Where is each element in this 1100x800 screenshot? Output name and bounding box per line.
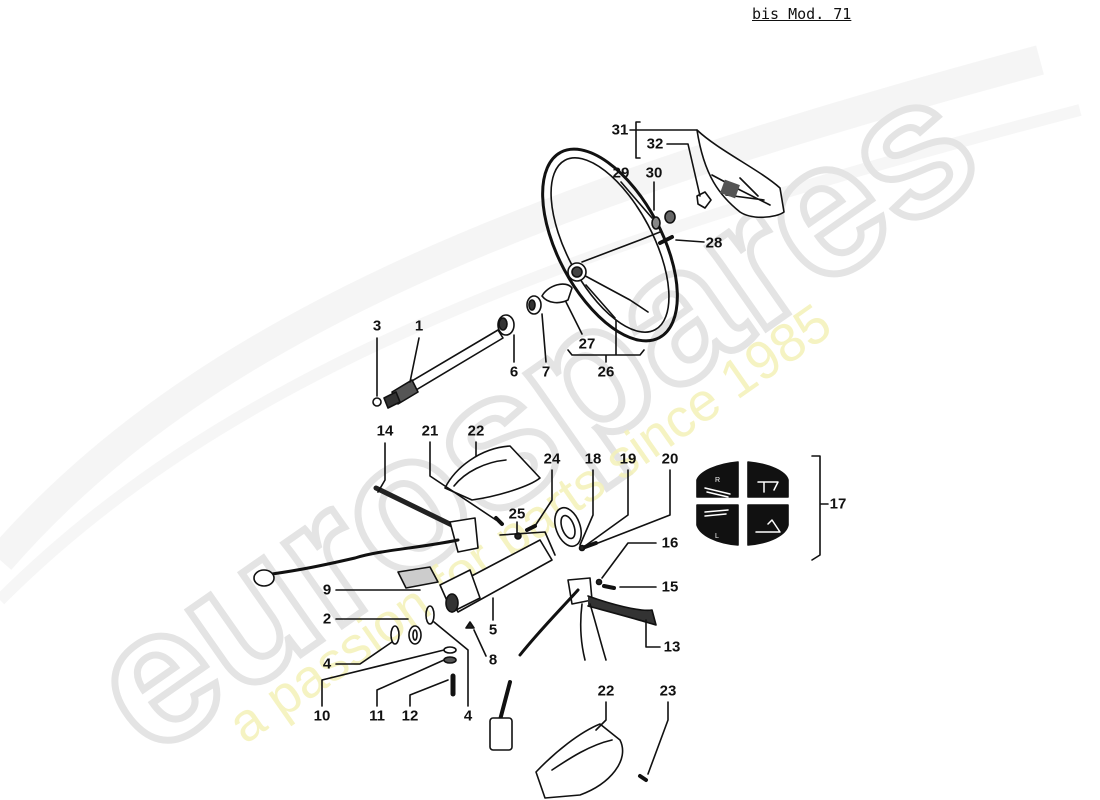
model-note: bis Mod. 71 [752, 5, 852, 23]
callout-11[interactable]: 11 [369, 707, 385, 725]
callout-29[interactable]: 29 [612, 164, 630, 182]
callout-2[interactable]: 2 [322, 610, 332, 628]
plate-9[interactable] [397, 566, 439, 589]
circlip-4a[interactable] [390, 625, 400, 645]
washer-11[interactable] [443, 656, 457, 664]
callout-21[interactable]: 21 [421, 422, 439, 440]
callout-6[interactable]: 6 [509, 363, 519, 381]
steering-shaft[interactable] [383, 329, 504, 409]
pin-28[interactable] [658, 235, 674, 245]
horn-pad[interactable] [696, 129, 785, 219]
callout-7[interactable]: 7 [541, 363, 551, 381]
callout-18[interactable]: 18 [584, 450, 602, 468]
washer-16[interactable] [595, 578, 603, 586]
callout-26[interactable]: 26 [597, 363, 615, 381]
column-tube[interactable] [439, 531, 556, 613]
callout-13[interactable]: 13 [663, 638, 681, 656]
bearing-6[interactable] [497, 314, 515, 336]
screw-23[interactable] [638, 774, 648, 782]
wiper-lever-13[interactable] [518, 577, 657, 661]
callout-32[interactable]: 32 [646, 135, 664, 153]
circlip-4b[interactable] [425, 605, 435, 625]
screw-21[interactable] [494, 516, 504, 526]
switch-letter-l: L [715, 533, 719, 540]
callout-31[interactable]: 31 [611, 121, 629, 139]
spacer-2[interactable] [408, 625, 422, 645]
screw-15[interactable] [602, 584, 616, 590]
turn-signal-switch[interactable] [253, 485, 479, 587]
nut-29[interactable] [651, 216, 661, 230]
callout-22a[interactable]: 22 [467, 422, 485, 440]
screw-24[interactable] [525, 524, 537, 532]
callout-20[interactable]: 20 [661, 450, 679, 468]
callout-3[interactable]: 3 [372, 317, 382, 335]
gasket-18[interactable] [550, 504, 586, 550]
callout-9[interactable]: 9 [322, 581, 332, 599]
callout-28[interactable]: 28 [705, 234, 723, 252]
callout-5[interactable]: 5 [488, 621, 498, 639]
switch-panel-17[interactable]: R L [696, 461, 789, 546]
callout-1[interactable]: 1 [414, 317, 424, 335]
callout-30[interactable]: 30 [645, 164, 663, 182]
nut-30[interactable] [664, 210, 676, 224]
ignition-boot[interactable] [489, 680, 513, 751]
callout-22b[interactable]: 22 [597, 682, 615, 700]
callout-25[interactable]: 25 [508, 505, 526, 523]
callout-24[interactable]: 24 [543, 450, 561, 468]
circlip-3[interactable] [372, 397, 382, 407]
callout-14[interactable]: 14 [376, 422, 394, 440]
callout-8[interactable]: 8 [488, 651, 498, 669]
washer-10[interactable] [443, 646, 457, 654]
bushing-7[interactable] [526, 295, 542, 315]
callout-12[interactable]: 12 [401, 707, 419, 725]
upper-shroud[interactable] [444, 445, 541, 501]
screw-20[interactable] [583, 541, 598, 549]
callout-27[interactable]: 27 [578, 335, 596, 353]
callout-17[interactable]: 17 [829, 495, 847, 513]
callout-4a[interactable]: 4 [322, 655, 332, 673]
lower-shroud[interactable] [535, 723, 624, 799]
screw-8[interactable] [465, 621, 475, 629]
callout-19[interactable]: 19 [619, 450, 637, 468]
contact-ring-27[interactable] [541, 283, 573, 304]
callout-15[interactable]: 15 [661, 578, 679, 596]
switch-letter-r: R [715, 477, 720, 484]
callout-16[interactable]: 16 [661, 534, 679, 552]
callout-4b[interactable]: 4 [463, 707, 473, 725]
callout-23[interactable]: 23 [659, 682, 677, 700]
callout-10[interactable]: 10 [313, 707, 331, 725]
